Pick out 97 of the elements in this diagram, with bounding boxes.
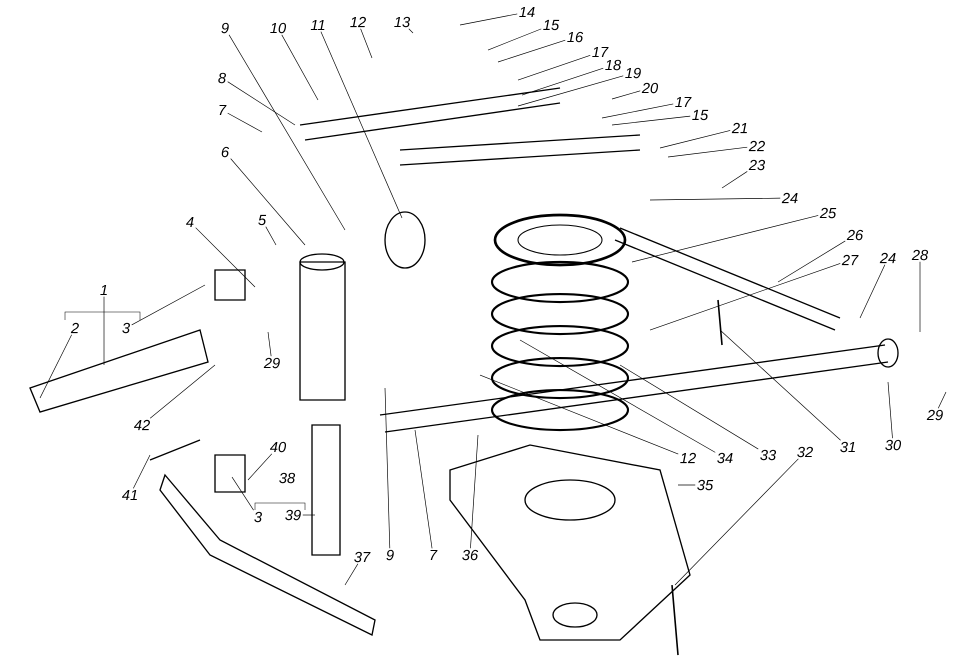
callout-number: 11	[310, 20, 324, 30]
callout-number: 22	[748, 140, 765, 152]
callout-number: 15	[543, 20, 560, 30]
leader-line	[720, 330, 841, 441]
callout-number: 4	[186, 216, 194, 228]
callout-number: 17	[675, 96, 692, 108]
callout-number: 10	[270, 22, 286, 34]
leader-line	[460, 14, 518, 26]
leader-line	[131, 284, 206, 326]
callout-number: 7	[219, 104, 227, 116]
leader-line	[227, 81, 296, 126]
leader-line	[620, 364, 759, 450]
leader-line	[518, 75, 624, 106]
callout-number: 12	[680, 452, 696, 464]
callout-number: 5	[258, 214, 266, 226]
callout-number: 38	[279, 472, 296, 484]
leader-line	[722, 171, 748, 188]
leader-line	[522, 68, 604, 96]
callout-number: 13	[394, 16, 410, 28]
callout-number: 1	[100, 284, 107, 296]
callout-number: 26	[846, 230, 864, 240]
leader-line	[678, 484, 696, 486]
callout-number: 37	[354, 552, 371, 562]
callout-number: 25	[820, 208, 836, 218]
leader-line	[281, 34, 318, 100]
callout-number: 35	[697, 480, 714, 490]
callout-number: 19	[625, 68, 641, 78]
leader-line	[133, 454, 150, 489]
callout-number: 30	[885, 440, 902, 450]
callout-number: 39	[285, 510, 301, 520]
callout-number: 14	[519, 6, 535, 18]
callout-number: 20	[642, 82, 658, 94]
callout-number: 2	[70, 322, 79, 334]
leader-line	[414, 430, 432, 549]
leader-line	[360, 28, 372, 58]
callout-number: 8	[218, 72, 226, 84]
leader-line	[888, 382, 893, 439]
leader-line	[632, 215, 819, 262]
leader-line	[40, 334, 72, 398]
callout-number: 34	[717, 452, 733, 464]
callout-number: 29	[926, 410, 943, 420]
callout-number: 33	[760, 450, 776, 460]
callout-number: 3	[122, 322, 130, 334]
callout-number: 24	[782, 192, 798, 204]
leader-line	[195, 227, 256, 288]
callout-number: 40	[270, 442, 286, 452]
leader-line	[778, 240, 846, 282]
leader-line	[860, 264, 886, 318]
leader-line	[650, 263, 841, 330]
leader-line	[650, 198, 781, 200]
leader-line	[480, 374, 679, 454]
callout-number: 9	[386, 550, 394, 560]
callout-number: 17	[592, 46, 609, 58]
callout-number: 23	[748, 160, 766, 170]
leader-line	[302, 514, 316, 516]
callout-number: 3	[254, 512, 262, 522]
leader-line	[498, 40, 566, 62]
callout-number: 32	[797, 446, 813, 458]
leader-line	[674, 458, 799, 586]
callout-number: 24	[880, 252, 896, 264]
callout-number: 42	[134, 420, 150, 430]
leader-line	[150, 364, 216, 419]
leader-line	[384, 388, 390, 549]
callout-number: 41	[122, 490, 137, 500]
leader-line	[612, 116, 691, 126]
callout-number: 16	[567, 32, 584, 42]
callout-number: 36	[462, 550, 478, 560]
callout-number: 7	[430, 550, 438, 560]
callout-number: 31	[840, 442, 855, 452]
callout-number: 15	[692, 110, 708, 120]
callout-number: 12	[350, 16, 366, 28]
leader-line	[228, 34, 346, 230]
leader-line	[520, 340, 716, 453]
callout-number: 27	[842, 254, 859, 266]
leader-line	[268, 332, 272, 357]
leader-line	[265, 226, 276, 246]
leader-line	[488, 28, 542, 50]
leader-line	[518, 55, 591, 80]
callout-number: 9	[221, 22, 229, 34]
callout-number: 29	[264, 358, 280, 368]
leader-line	[602, 104, 674, 118]
leader-line	[470, 434, 478, 549]
leader-line	[660, 130, 731, 148]
leader-line	[408, 28, 414, 34]
leader-line	[248, 453, 272, 480]
leader-line	[938, 392, 946, 409]
leader-line	[668, 146, 748, 158]
leader-line	[612, 90, 641, 100]
leader-line	[227, 112, 262, 132]
leader-line	[320, 31, 402, 218]
callout-number: 21	[732, 122, 747, 134]
callout-number: 18	[605, 60, 622, 70]
callout-number: 6	[222, 146, 230, 158]
callout-number: 28	[912, 250, 928, 260]
leader-line	[230, 158, 306, 246]
leader-line	[344, 563, 358, 586]
leader-line	[232, 476, 254, 511]
